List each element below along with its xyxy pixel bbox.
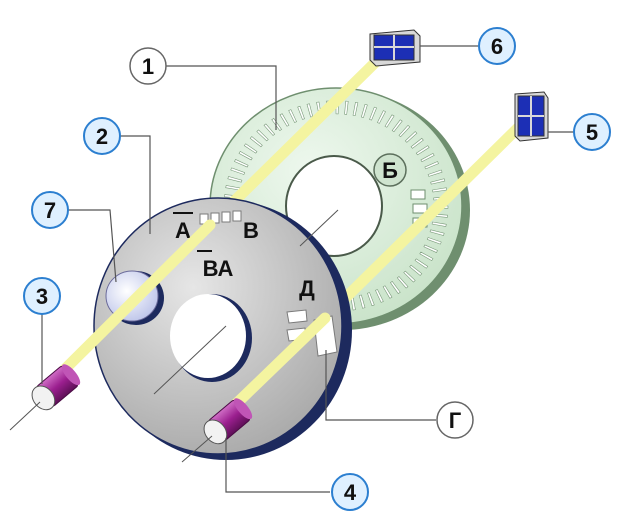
rear-disk-slot [256, 129, 269, 142]
rear-disk-slot [384, 114, 395, 128]
rear-disk-slot [423, 244, 438, 253]
leader-7 [68, 209, 117, 283]
beam-to-sensor-6 [204, 40, 398, 231]
rear-disk-slot [420, 152, 435, 163]
rear-disk-slot [391, 119, 403, 133]
callout-2-text: 2 [96, 124, 108, 149]
leader-lines [41, 45, 574, 493]
rear-disk-slot [390, 281, 401, 294]
rear-disk-slot [375, 289, 384, 303]
rear-disk-slot [409, 264, 423, 276]
callout-G: Г [436, 401, 474, 439]
label-A-bar: А [175, 218, 191, 243]
rear-disk-slot [227, 176, 243, 183]
rear-disk-slot [410, 137, 424, 149]
callout-3: 3 [23, 277, 61, 315]
beam-from-emitter-3 [56, 219, 216, 378]
rear-disk-slot [263, 123, 276, 136]
rear-disk-slot [424, 161, 439, 170]
callout-G-text: Г [449, 408, 462, 433]
callout-5-text: 5 [586, 120, 598, 145]
rear-disk-slot [415, 145, 430, 156]
beam-from-emitter-4 [230, 312, 331, 410]
rear-disk-slot [427, 169, 443, 177]
callout-2: 2 [83, 117, 121, 155]
rear-disk-slot [377, 110, 386, 124]
label-BA: ВА [203, 256, 234, 281]
rear-disk-slot [398, 124, 411, 138]
emitter-4-axis [181, 435, 213, 463]
shaft-axis-line [153, 325, 227, 395]
shaft-axis-line-rear [299, 209, 339, 247]
rear-disk-slot [249, 136, 263, 148]
label-B-disk-ring [373, 153, 407, 187]
rear-disk-slot [344, 100, 349, 115]
callout-3-text: 3 [36, 284, 48, 309]
callout-4: 4 [331, 473, 369, 511]
rear-disk-slot [396, 276, 409, 289]
rear-disk-slot [306, 103, 314, 118]
rear-disk-slot [271, 118, 282, 131]
rear-disk-slot [431, 221, 447, 227]
callout-4-text: 4 [344, 480, 357, 505]
rear-disk-slot [243, 143, 258, 154]
leader-4 [225, 438, 330, 493]
rear-disk-slot [279, 113, 290, 127]
rear-disk-slot [414, 258, 429, 269]
rear-disk-slot [382, 285, 393, 299]
emitter-3-axis [9, 401, 41, 431]
rear-disk-slot [404, 131, 418, 143]
rear-disk-slot [419, 251, 434, 262]
leader-1 [166, 65, 277, 130]
callout-7-text: 7 [44, 198, 56, 223]
rear-disk-slot [426, 237, 442, 245]
rear-disk-slot [430, 178, 446, 185]
rear-disk-slot [429, 229, 445, 236]
rear-disk-slot [352, 101, 359, 116]
callout-6: 6 [478, 27, 516, 65]
rear-disk-slot [297, 105, 305, 120]
rear-disk-slot [367, 292, 375, 307]
sensor-6 [369, 29, 421, 67]
callout-7: 7 [31, 191, 69, 229]
rear-disk-slot [432, 187, 448, 193]
leader-2 [120, 135, 151, 234]
rear-disk-slot [288, 109, 297, 123]
callout-1: 1 [129, 47, 167, 85]
rear-disk-slot [230, 167, 246, 175]
label-B: В [243, 218, 259, 243]
rear-disk-slot [403, 270, 416, 283]
label-B-disk: Б [382, 158, 398, 183]
callout-5: 5 [573, 113, 611, 151]
light-beams [204, 40, 534, 324]
rear-disk-slot [234, 159, 249, 168]
light-beams-front [56, 219, 331, 410]
label-D: Д [299, 276, 315, 301]
rear-disk-slot [238, 150, 253, 161]
rear-disk-slot [369, 106, 378, 121]
rear-disk-slot [360, 103, 368, 118]
rear-disk-slot-ring [223, 100, 449, 312]
callout-6-text: 6 [491, 34, 503, 59]
sensor-5 [514, 91, 549, 142]
rear-disk-slot [358, 294, 366, 309]
beam-to-sensor-5 [319, 112, 534, 324]
callout-1-text: 1 [142, 54, 154, 79]
leader-G [325, 350, 436, 421]
